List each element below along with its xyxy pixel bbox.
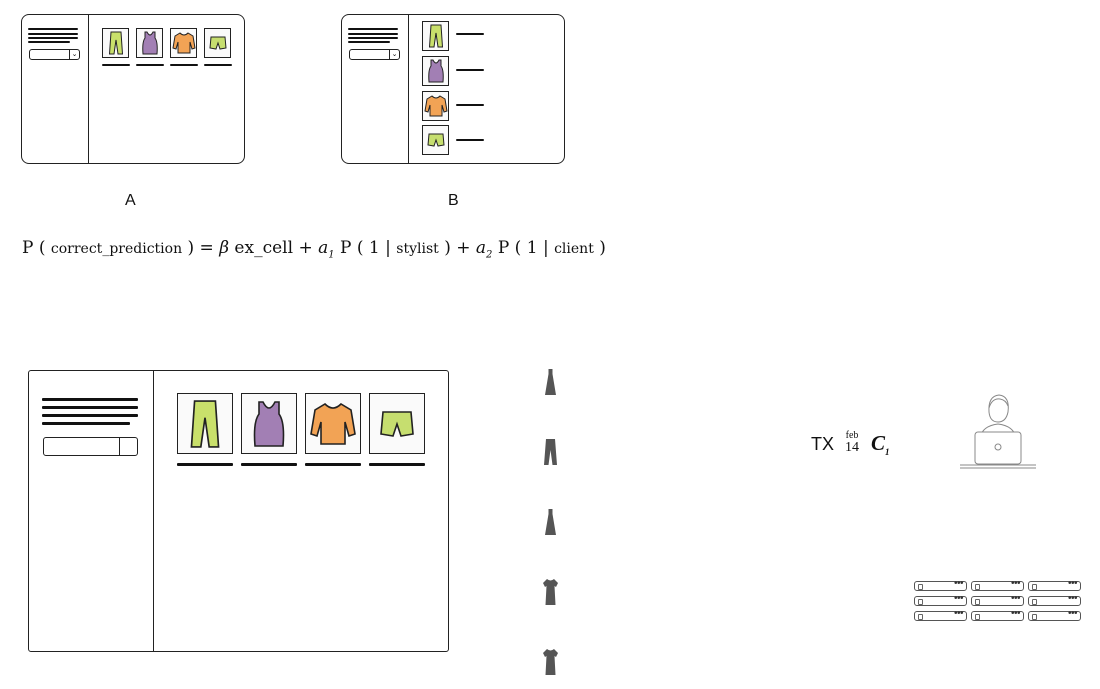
sweater-tile[interactable] xyxy=(170,28,197,58)
server-unit: ••• xyxy=(1028,578,1081,591)
formula-p2: P xyxy=(497,238,510,258)
formula-a2-sub: 2 xyxy=(486,249,493,261)
sidebar-divider xyxy=(153,371,154,651)
sidebar-line xyxy=(28,41,70,43)
dress-icon xyxy=(545,369,556,395)
pants-tile[interactable] xyxy=(102,28,129,58)
sidebar-line xyxy=(28,33,78,35)
sidebar-line xyxy=(28,37,78,39)
item-title-line xyxy=(456,139,484,141)
item-title-line xyxy=(456,33,484,35)
sweater-tile[interactable] xyxy=(422,91,449,121)
client-variable: C1 xyxy=(871,431,890,457)
sweater-tile[interactable] xyxy=(305,393,361,454)
chevron-down-icon[interactable]: ⌄ xyxy=(389,50,399,59)
prediction-formula: P ( correct_prediction ) = β ex_cell + a… xyxy=(22,238,606,261)
formula-p1: P xyxy=(340,238,352,258)
server-unit: ••• xyxy=(914,578,967,591)
shorts-tile[interactable] xyxy=(369,393,425,454)
sidebar-divider xyxy=(408,15,409,163)
sidebar-divider xyxy=(88,15,89,163)
formula-term1: ex_cell xyxy=(234,238,294,258)
shorts-tile[interactable] xyxy=(204,28,231,58)
tshirt-dress-icon xyxy=(543,579,558,605)
sidebar-line xyxy=(348,41,390,43)
formula-a1: a xyxy=(318,238,329,258)
tank-top-tile[interactable] xyxy=(241,393,297,454)
formula-a1-sub: 1 xyxy=(328,249,335,261)
item-title-line xyxy=(456,69,484,71)
server-unit: ••• xyxy=(1028,608,1081,621)
formula-one-2: 1 xyxy=(526,238,538,258)
jumpsuit-icon xyxy=(544,439,557,465)
sidebar-line xyxy=(42,398,138,401)
formula-one-1: 1 xyxy=(368,238,380,258)
person-laptop-icon xyxy=(960,394,1036,469)
item-title-line xyxy=(170,64,198,66)
server-unit: ••• xyxy=(1028,593,1081,606)
server-unit: ••• xyxy=(914,608,967,621)
item-title-line xyxy=(204,64,232,66)
sidebar-line xyxy=(42,406,138,409)
client-variable-letter: C xyxy=(871,431,886,455)
mockup-a-window: ⌄ xyxy=(21,14,245,164)
formula-given-client: client xyxy=(554,241,594,257)
state-label: TX xyxy=(811,434,835,454)
server-rack-icon: ••• ••• ••• ••• ••• ••• ••• ••• ••• xyxy=(914,578,1082,624)
formula-beta: β xyxy=(219,238,230,258)
shorts-tile[interactable] xyxy=(422,125,449,155)
filter-dropdown[interactable]: ⌄ xyxy=(349,49,400,60)
item-title-line xyxy=(136,64,164,66)
pants-tile[interactable] xyxy=(177,393,233,454)
item-title-line xyxy=(102,64,130,66)
sidebar-line xyxy=(42,422,130,425)
dropdown-button[interactable] xyxy=(119,438,137,455)
formula-lhs-arg: correct_prediction xyxy=(50,241,183,257)
item-title-line xyxy=(456,104,484,106)
formula-lhs: P xyxy=(22,238,34,258)
caption-b: B xyxy=(448,192,459,209)
sidebar-line xyxy=(348,28,398,30)
dress-icon xyxy=(545,509,556,535)
item-title-line xyxy=(177,463,233,466)
caption-a: A xyxy=(125,192,136,209)
mockup-large-window xyxy=(28,370,449,652)
mockup-b-window: ⌄ xyxy=(341,14,565,164)
tshirt-dress-icon xyxy=(543,649,558,675)
formula-a2: a xyxy=(475,238,487,258)
item-title-line xyxy=(305,463,361,466)
filter-dropdown[interactable]: ⌄ xyxy=(29,49,80,60)
chevron-down-icon[interactable]: ⌄ xyxy=(69,50,79,59)
sidebar-line xyxy=(28,28,78,30)
tank-top-tile[interactable] xyxy=(136,28,163,58)
server-unit: ••• xyxy=(971,608,1024,621)
client-variable-sub: 1 xyxy=(885,447,890,458)
server-unit: ••• xyxy=(914,593,967,606)
tank-top-tile[interactable] xyxy=(422,56,449,86)
sidebar-line xyxy=(42,414,138,417)
filter-dropdown[interactable] xyxy=(43,437,138,456)
date-month: feb xyxy=(845,430,859,441)
server-unit: ••• xyxy=(971,593,1024,606)
formula-given-stylist: stylist xyxy=(396,241,439,257)
pants-tile[interactable] xyxy=(422,21,449,51)
date-day: 14 xyxy=(845,440,859,455)
date-label: feb 14 xyxy=(845,431,859,455)
server-unit: ••• xyxy=(971,578,1024,591)
item-title-line xyxy=(369,463,425,466)
sidebar-line xyxy=(348,37,398,39)
sidebar-line xyxy=(348,33,398,35)
item-title-line xyxy=(241,463,297,466)
